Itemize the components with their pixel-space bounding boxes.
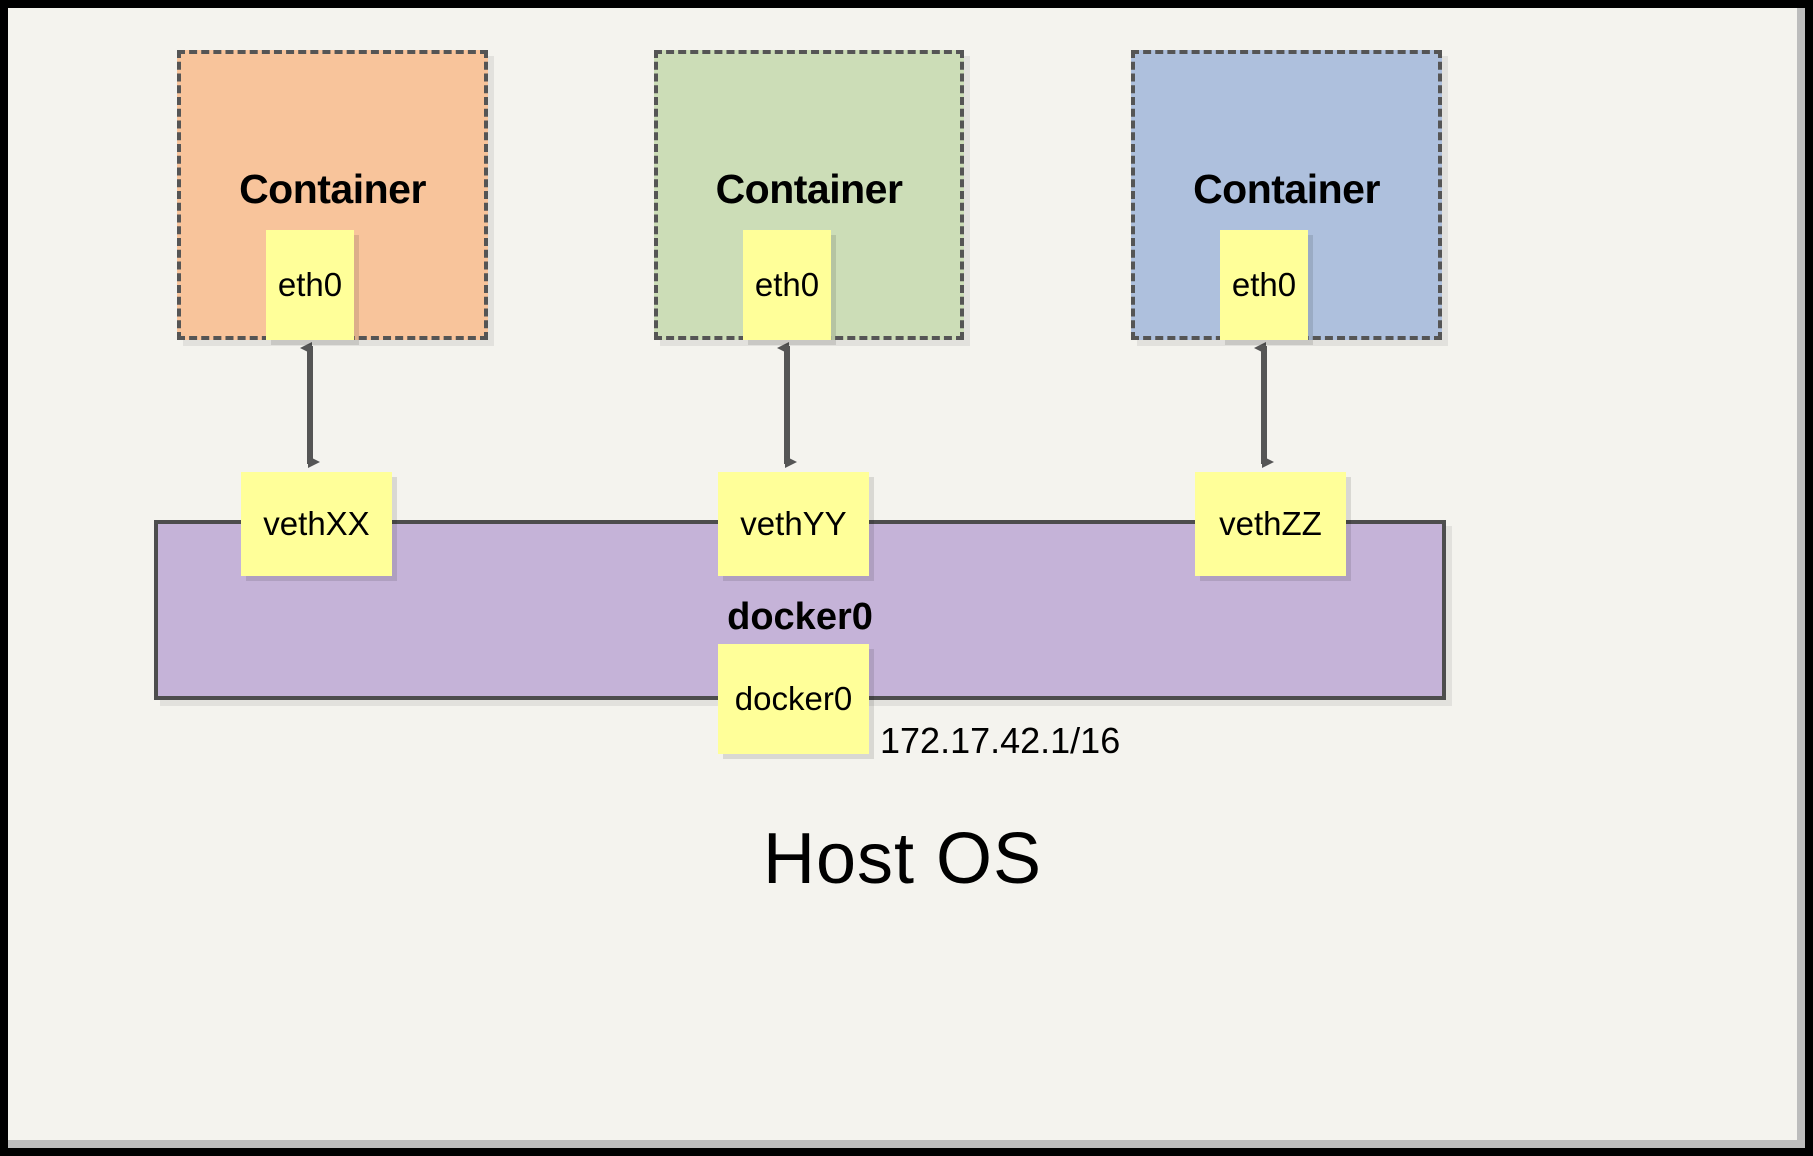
container-box-1[interactable]: Container xyxy=(177,50,488,340)
veth-link-arrow-2 xyxy=(777,342,797,468)
container-title-2: Container xyxy=(715,166,903,212)
docker0-ip-label: 172.17.42.1/16 xyxy=(880,720,1121,761)
veth-link-arrow-3 xyxy=(1254,342,1274,468)
eth0-interface-2[interactable]: eth0 xyxy=(743,230,831,340)
container-title-3: Container xyxy=(1193,166,1380,212)
host-os-label: Host OS xyxy=(762,819,1043,899)
veth-interface-3[interactable]: vethZZ xyxy=(1195,472,1346,576)
docker0-bridge-label: docker0 xyxy=(727,596,873,638)
diagram-page: Container Container Container eth0 eth0 … xyxy=(8,8,1797,1140)
veth-interface-1[interactable]: vethXX xyxy=(241,472,392,576)
veth-link-arrow-1 xyxy=(300,342,320,468)
eth0-interface-3[interactable]: eth0 xyxy=(1220,230,1308,340)
docker0-interface-note[interactable]: docker0 xyxy=(718,644,869,754)
veth-interface-2[interactable]: vethYY xyxy=(718,472,869,576)
eth0-interface-1[interactable]: eth0 xyxy=(266,230,354,340)
container-title-1: Container xyxy=(239,166,426,212)
